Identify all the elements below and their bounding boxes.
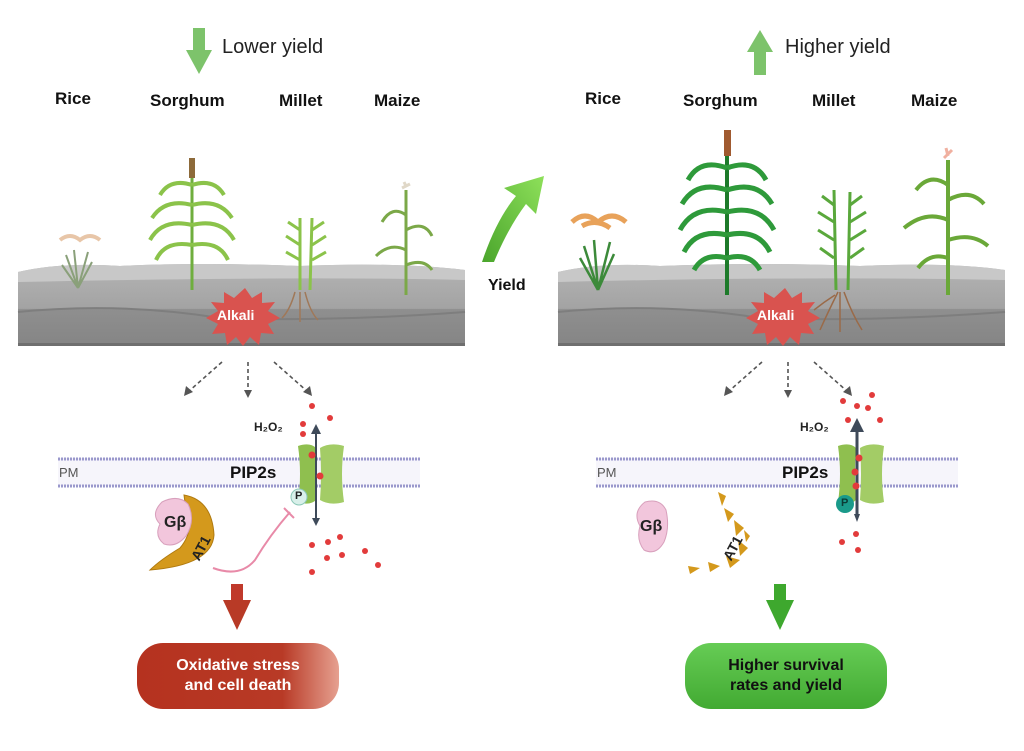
right-plasma-membrane <box>596 457 958 488</box>
left-maize-plant-icon <box>374 181 434 295</box>
right-phospho-label: P <box>841 497 849 509</box>
left-sorghum-plant-icon <box>148 158 236 290</box>
left-alkali-label: Alkali <box>217 307 255 323</box>
left-gbeta-label: Gβ <box>164 514 187 531</box>
left-gbeta-protein-icon <box>155 498 192 546</box>
right-sorghum-plant-icon <box>677 130 777 295</box>
left-phospho-badge <box>290 488 308 506</box>
left-outcome-box: Oxidative stress and cell death <box>137 643 339 709</box>
higher-yield-arrow-icon <box>747 30 773 75</box>
right-h2o2-label: H₂O₂ <box>800 420 829 434</box>
left-pip2s-label: PIP2s <box>230 463 277 482</box>
yield-transition-label: Yield <box>488 277 526 294</box>
left-signal-arrows <box>187 361 309 393</box>
left-outcome-arrow-icon <box>223 584 251 630</box>
right-alkali-label: Alkali <box>757 307 795 323</box>
left-h2o2-label: H₂O₂ <box>254 420 283 434</box>
right-signal-arrowheads <box>724 386 852 398</box>
right-crop-millet: Millet <box>812 91 856 110</box>
right-outcome-line1: Higher survival <box>728 657 844 674</box>
right-alkali-burst-icon <box>746 288 820 346</box>
left-millet-plant-icon <box>281 217 327 322</box>
left-outcome-line1: Oxidative stress <box>176 657 300 674</box>
right-crop-rice: Rice <box>585 89 621 108</box>
right-pip2-channel-icon <box>838 418 884 522</box>
right-rice-plant-icon <box>570 213 628 291</box>
right-at1-fragmented-icon <box>688 492 750 574</box>
left-outcome-line2: and cell death <box>184 677 292 694</box>
left-yield-label: Lower yield <box>222 36 324 58</box>
left-alkali-burst-icon <box>206 288 280 346</box>
yield-increase-arrow-icon <box>482 176 544 262</box>
right-signal-arrows <box>727 361 849 393</box>
right-crop-maize: Maize <box>911 91 958 110</box>
left-at1-protein-icon <box>148 494 215 571</box>
left-pm-label: PM <box>59 465 79 480</box>
right-gbeta-label: Gβ <box>640 518 663 535</box>
right-maize-plant-icon <box>902 147 990 295</box>
right-yield-label: Higher yield <box>785 36 891 58</box>
lower-yield-arrow-icon <box>186 28 212 74</box>
left-crop-rice: Rice <box>55 89 91 108</box>
left-h2o2-dots <box>300 403 381 575</box>
left-rice-plant-icon <box>58 234 102 289</box>
right-outcome-line2: rates and yield <box>729 677 843 694</box>
left-crop-millet: Millet <box>279 91 323 110</box>
left-plasma-membrane <box>58 457 420 488</box>
right-pm-label: PM <box>597 465 617 480</box>
left-crop-sorghum: Sorghum <box>150 91 225 110</box>
left-phospho-label: P <box>295 490 303 502</box>
right-outcome-box: Higher survival rates and yield <box>685 643 887 709</box>
right-crop-sorghum: Sorghum <box>683 91 758 110</box>
left-signal-arrowheads <box>184 386 312 398</box>
left-inhibition-line <box>212 507 295 573</box>
right-gbeta-protein-icon <box>636 500 669 553</box>
right-millet-plant-icon <box>813 189 867 332</box>
right-h2o2-dots <box>839 392 883 553</box>
right-pip2s-label: PIP2s <box>782 463 829 482</box>
right-outcome-arrow-icon <box>766 584 794 630</box>
left-crop-maize: Maize <box>374 91 421 110</box>
left-pip2-channel-icon <box>298 424 344 526</box>
right-phospho-badge <box>836 495 854 513</box>
